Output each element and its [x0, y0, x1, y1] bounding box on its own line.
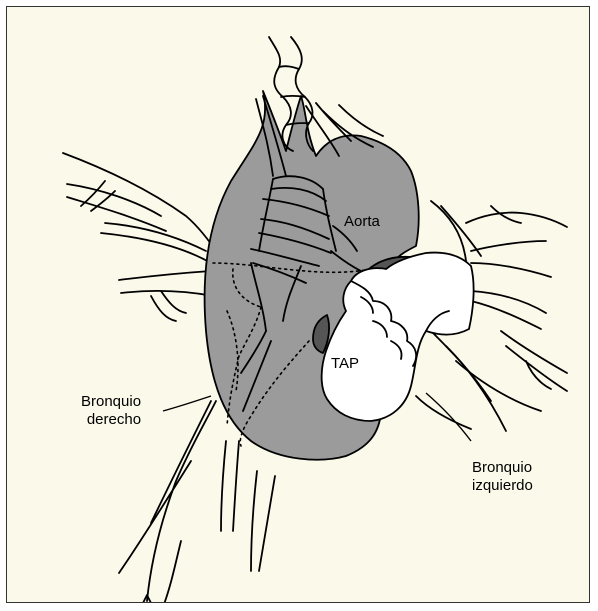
anatomy-illustration [7, 7, 590, 603]
label-bronquio-izquierdo-line2: izquierdo [472, 477, 533, 495]
label-aorta: Aorta [344, 213, 380, 231]
label-bronquio-izquierdo-line1: Bronquio [472, 459, 533, 477]
label-bronquio-derecho-line1: Bronquio [81, 393, 141, 411]
label-bronquio-izquierdo: Bronquio izquierdo [472, 459, 533, 495]
label-bronquio-derecho-line2: derecho [81, 411, 141, 429]
label-tap: TAP [331, 355, 359, 373]
diagram-frame: Aorta TAP Bronquio derecho Bronquio izqu… [6, 6, 590, 603]
label-bronquio-derecho: Bronquio derecho [81, 393, 141, 429]
